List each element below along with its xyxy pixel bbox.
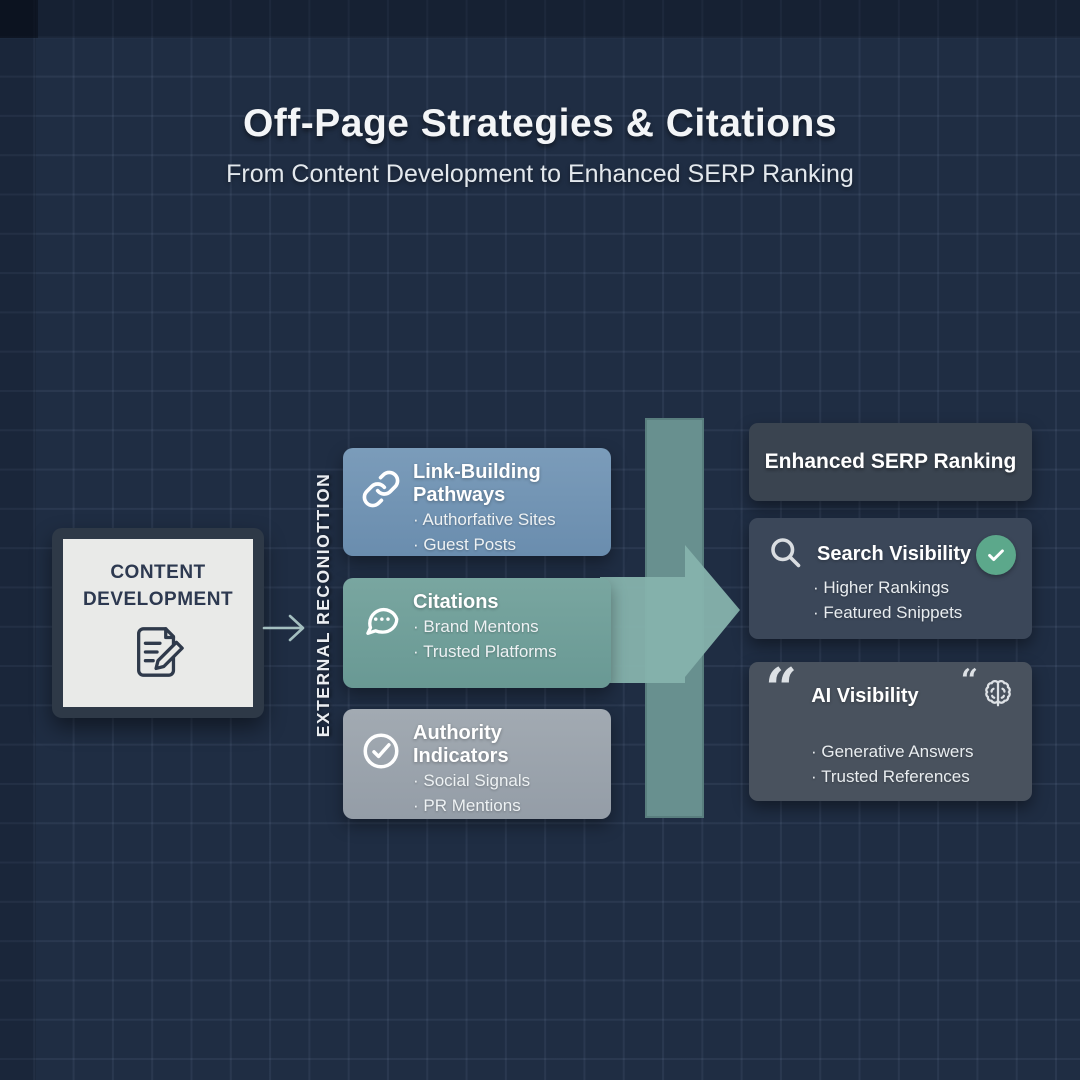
outcome-bullet: · Featured Snippets [813, 603, 963, 622]
outcome-bullet: · Trusted References [811, 767, 970, 786]
header: Off-Page Strategies & Citations From Con… [0, 102, 1080, 189]
check-badge-icon [976, 534, 1016, 575]
strategy-title: Authority Indicators [413, 722, 509, 767]
content-development-node: CONTENT DEVELOPMENT [52, 528, 264, 718]
outcome-title-row: Search Visibility [767, 534, 1016, 575]
left-shade-band [0, 0, 36, 1080]
outcome-bullets: · Generative Answers · Trusted Reference… [765, 739, 1016, 789]
strategy-bullet: · Trusted Platforms [413, 642, 557, 661]
page-subtitle: From Content Development to Enhanced SER… [226, 160, 854, 188]
outcome-title-row: “ AI Visibility “ [765, 655, 1016, 722]
strategy-bullet: · Authorfative Sites [413, 510, 556, 529]
connector-arrow-icon [262, 614, 305, 642]
document-pencil-icon [127, 623, 189, 686]
outcome-title: Search Visibility [817, 543, 972, 565]
strategy-bullet: · Brand Mentons [413, 617, 539, 636]
page-title: Off-Page Strategies & Citations [242, 102, 838, 145]
strategy-card-text: Link-Building Pathways · Authorfative Si… [407, 461, 597, 554]
brain-icon [980, 676, 1016, 717]
ai-corner-icons: “ [960, 663, 1016, 717]
strategy-card-link-building: Link-Building Pathways · Authorfative Si… [343, 448, 611, 556]
outcome-heading-label: Enhanced SERP Ranking [764, 450, 1017, 473]
magnifier-icon [767, 534, 803, 575]
strategy-card-authority: Authority Indicators · Social Signals · … [343, 709, 611, 819]
top-shade-band [0, 0, 1080, 38]
check-circle-icon [355, 722, 407, 809]
corner-shade [0, 0, 38, 38]
content-development-label: CONTENT DEVELOPMENT [82, 561, 234, 610]
outcome-title: AI Visibility [811, 685, 919, 707]
outcome-card-search-visibility: Search Visibility · Higher Rankings · Fe… [749, 518, 1032, 639]
quote-icon: “ [960, 663, 978, 698]
outcome-bullet: · Generative Answers [811, 742, 974, 761]
outcome-bullet: · Higher Rankings [813, 578, 950, 597]
outcome-card-ai-visibility: “ AI Visibility “ · Generative Answers ·… [749, 655, 1032, 801]
flow-arrow [600, 545, 740, 683]
strategy-bullet: · Guest Posts [413, 535, 516, 554]
outcome-heading-panel: Enhanced SERP Ranking [749, 423, 1032, 501]
quote-icon: “ [765, 655, 798, 722]
strategy-bullet: · Social Signals [413, 771, 531, 790]
strategy-title: Link-Building Pathways [413, 461, 541, 506]
link-icon [355, 461, 407, 546]
strategy-bullet: · PR Mentions [413, 796, 521, 815]
strategy-card-text: Authority Indicators · Social Signals · … [407, 722, 597, 815]
strategy-card-text: Citations · Brand Mentons · Trusted Plat… [407, 591, 597, 678]
external-recognition-label: EXTERNAL RECONIOTTION [312, 472, 333, 738]
strategy-title: Citations [413, 591, 499, 613]
strategy-card-citations: Citations · Brand Mentons · Trusted Plat… [343, 578, 611, 688]
chat-bubble-icon [355, 591, 407, 678]
